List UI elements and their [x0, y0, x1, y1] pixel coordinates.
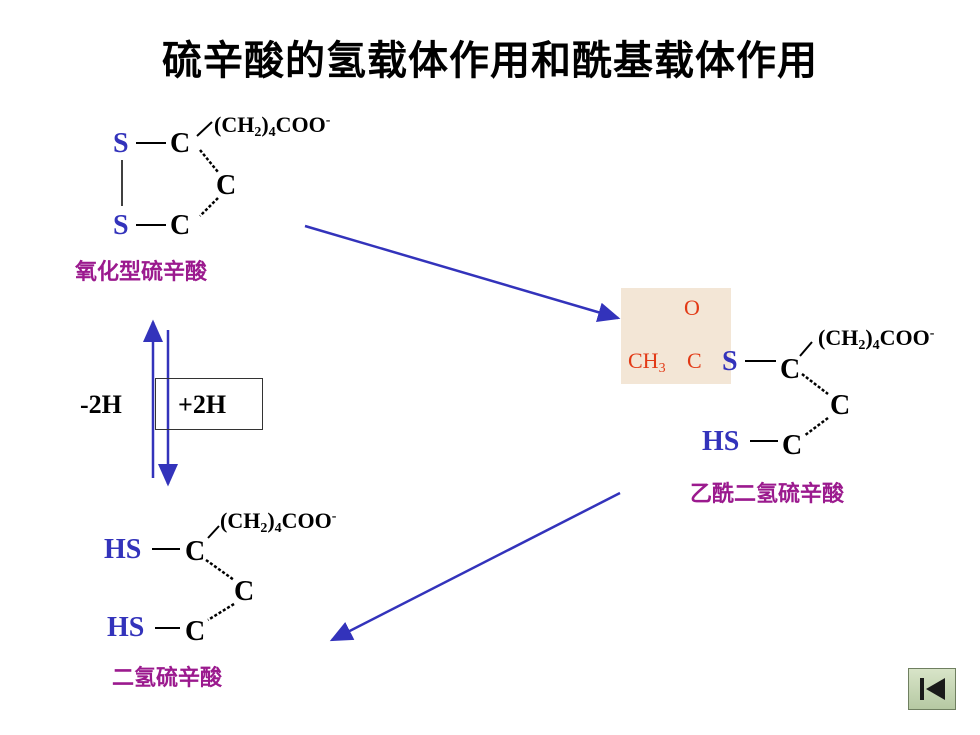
atom-c-top: C	[170, 128, 191, 159]
arrow-to-acetyl	[304, 224, 621, 322]
label-minus-2h: -2H	[80, 390, 122, 419]
atom-c-bottom-dihydro: C	[185, 616, 206, 647]
atom-carbonyl-c: C	[687, 348, 702, 373]
label-oxidized-lipoic-acid: 氧化型硫辛酸	[75, 260, 208, 285]
atom-c-bottom-acetyl: C	[782, 430, 803, 461]
atom-o: O	[684, 295, 700, 320]
group-hs-top: HS	[104, 534, 142, 565]
side-chain-oxidized: (CH2)4COO-	[214, 112, 331, 140]
group-hs-acetyl: HS	[702, 426, 740, 457]
bond-chain-oxidized	[196, 121, 213, 137]
atom-s-acetyl: S	[722, 346, 738, 377]
atom-s-top: S	[113, 128, 129, 159]
page-title: 硫辛酸的氢载体作用和酰基载体作用	[162, 38, 818, 84]
atom-c-mid-acetyl: C	[830, 390, 851, 421]
acetyl-group-highlight	[621, 288, 731, 384]
group-ch3: CH3	[628, 348, 666, 377]
atom-c-mid-dihydro: C	[234, 576, 255, 607]
label-acetyl-dihydrolipoic-acid: 乙酰二氢硫辛酸	[690, 482, 845, 507]
bond-c-c-bottom	[199, 197, 219, 217]
group-hs-bottom: HS	[107, 612, 145, 643]
atom-c-top-acetyl: C	[780, 354, 801, 385]
arrow-to-dihydro	[329, 491, 621, 642]
bond-c-c-top	[199, 149, 219, 173]
label-plus-2h: +2H	[178, 390, 227, 419]
side-chain-acetyl: (CH2)4COO-	[818, 325, 935, 353]
atom-c-mid: C	[216, 170, 237, 201]
skip-back-icon	[920, 678, 945, 700]
plus-2h-box	[155, 378, 263, 430]
side-chain-dihydro: (CH2)4COO-	[220, 508, 337, 536]
label-dihydrolipoic-acid: 二氢硫辛酸	[112, 666, 223, 691]
atom-c-bottom: C	[170, 210, 191, 241]
atom-s-bottom: S	[113, 210, 129, 241]
skip-back-button[interactable]	[908, 668, 956, 710]
atom-c-top-dihydro: C	[185, 536, 206, 567]
bond-chain-acetyl	[799, 341, 813, 357]
